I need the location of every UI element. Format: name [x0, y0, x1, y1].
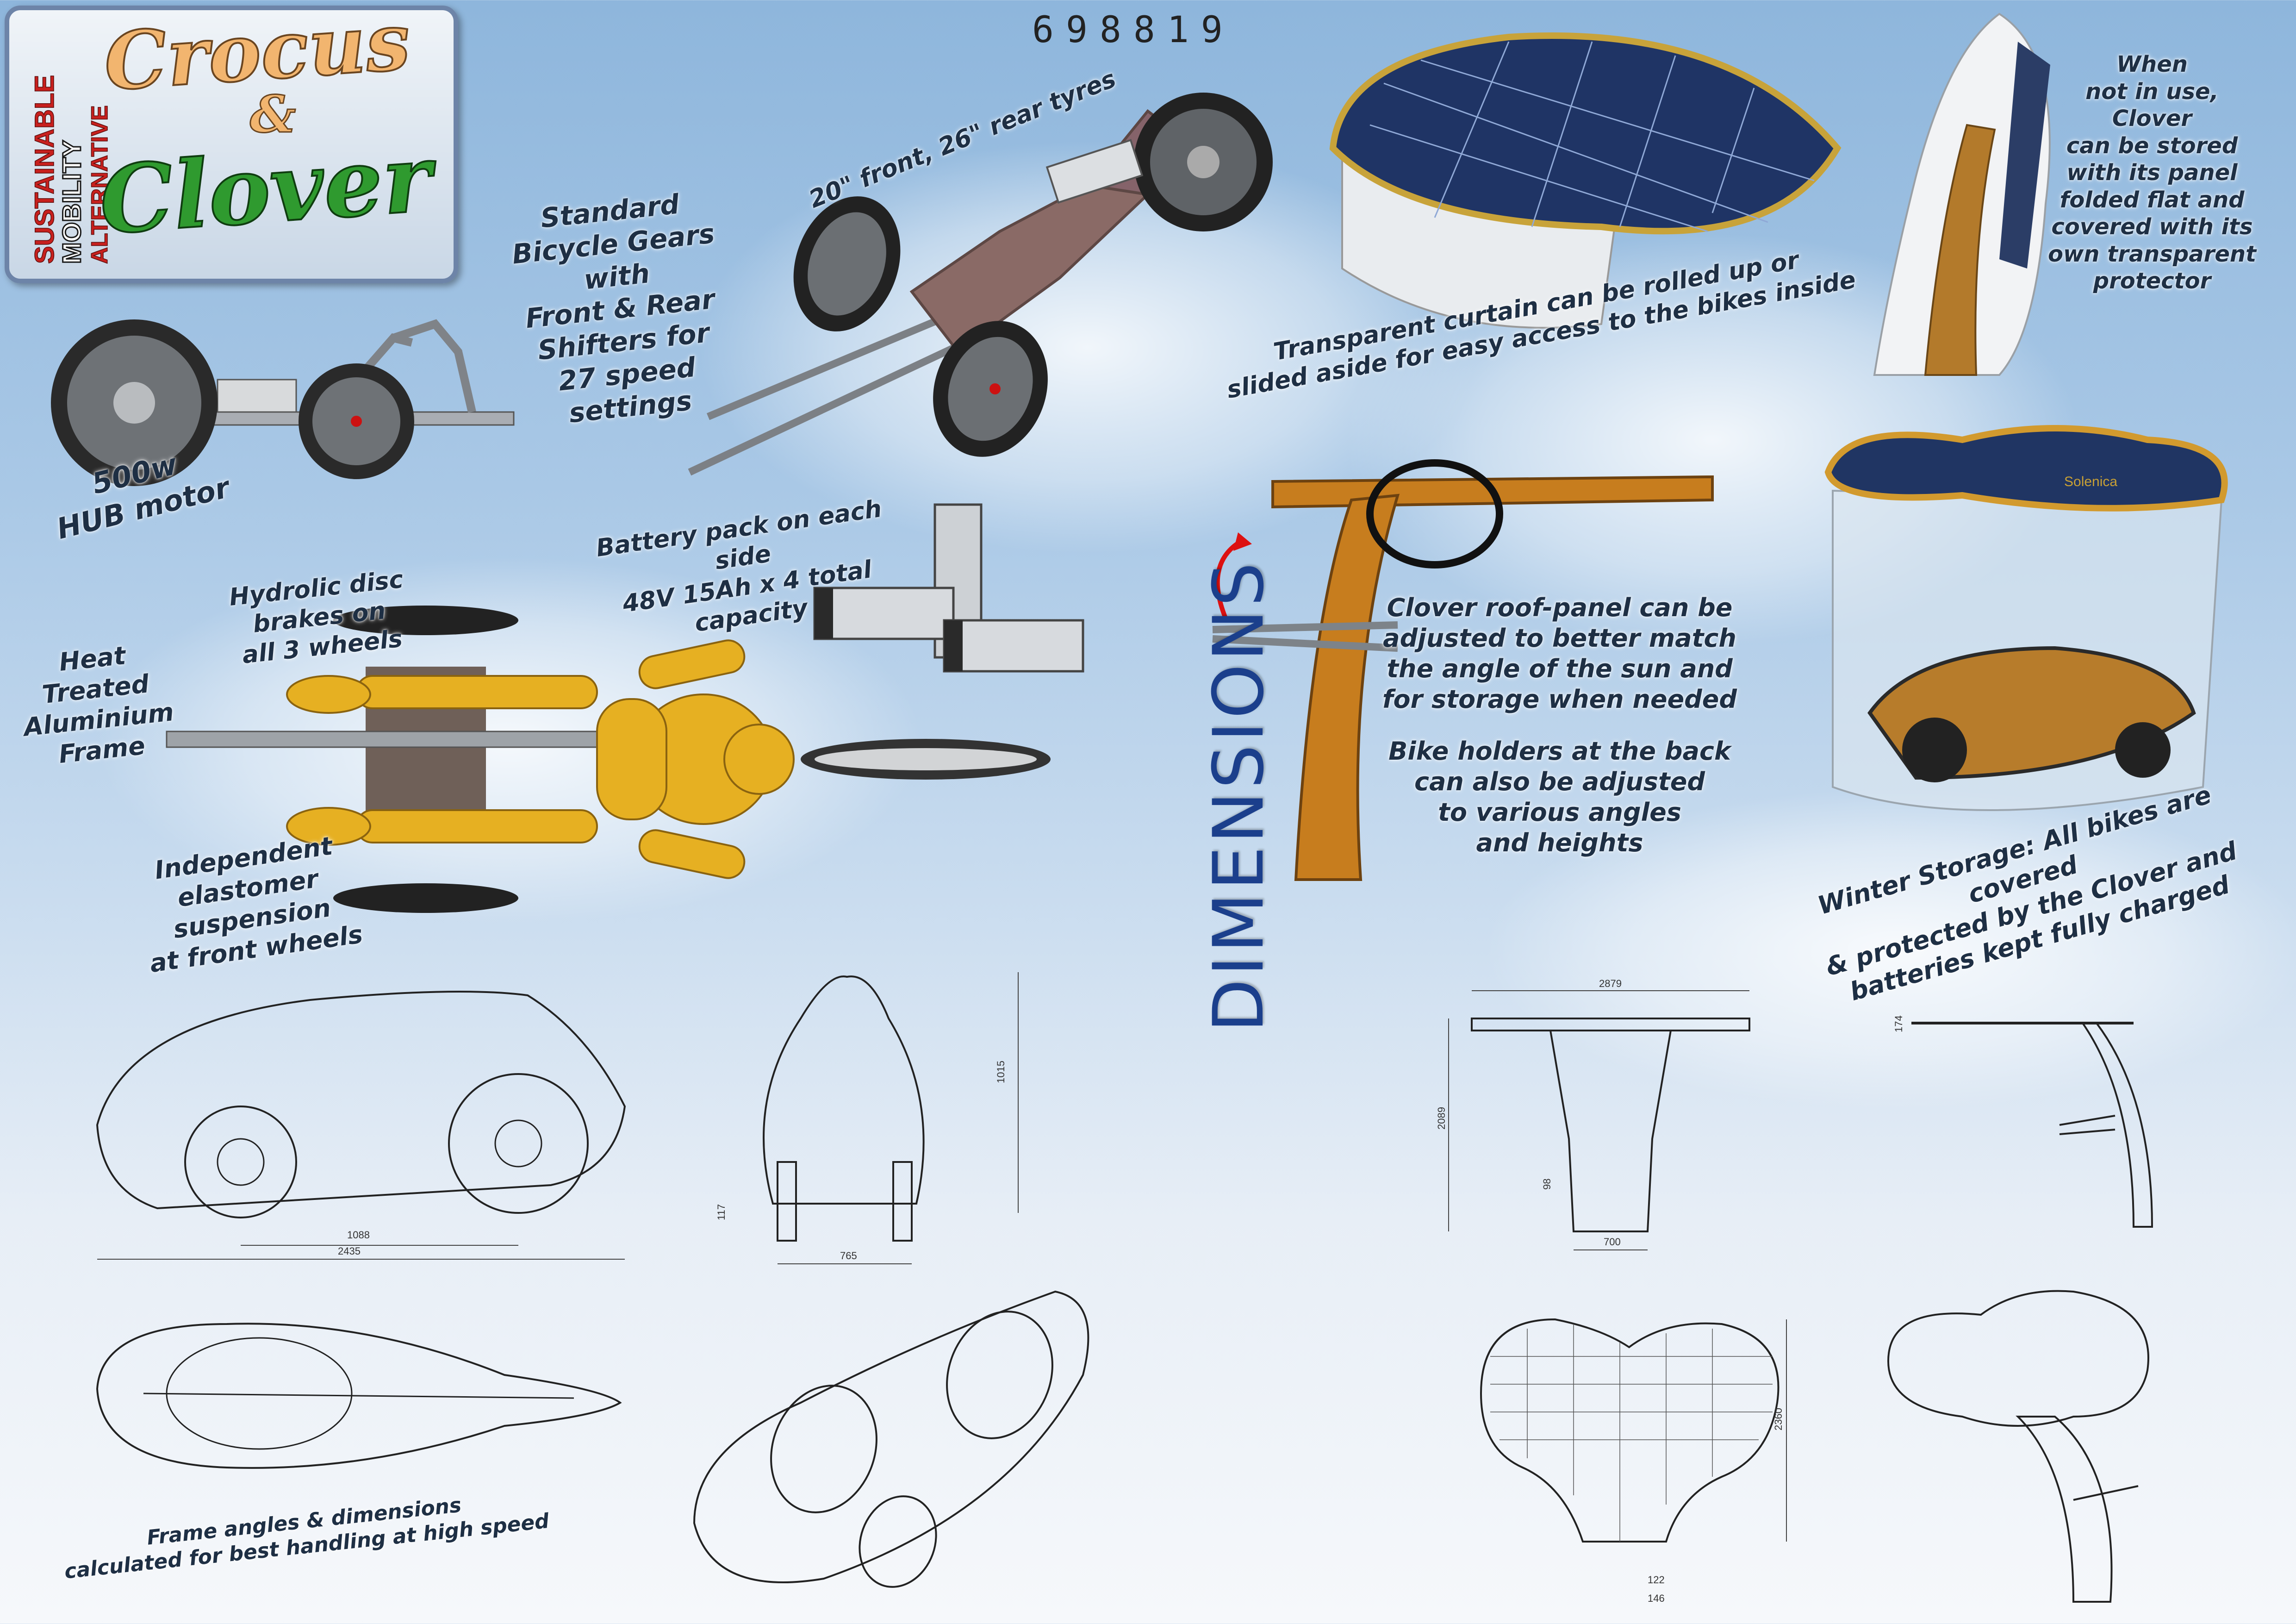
clover-tilt-mechanism [1212, 459, 1714, 881]
logo-word-sustainable: SUSTAINABLE [30, 75, 60, 264]
crocus-front-elevation: 765 1015 117 [716, 972, 1019, 1264]
dim-height: 1015 [995, 1061, 1007, 1083]
dim-clover-foot-2: 146 [1648, 1593, 1665, 1604]
cloud [1481, 787, 2296, 1111]
dim-clover-height: 2089 [1436, 1107, 1447, 1130]
crocus-side-elevation: 1088 2435 [96, 991, 626, 1260]
dim-clover-depth: 2360 [1773, 1408, 1784, 1430]
note-roof-panel: Clover roof-panel can be adjusted to bet… [1382, 593, 1737, 714]
clover-side-elevation: 174 [1893, 1015, 2153, 1228]
dimensions-title: DIMENSIONS [1199, 559, 1279, 1032]
logo-ampersand: & [249, 84, 296, 145]
battery-packs [813, 503, 1084, 673]
note-stored: When not in use, Clover can be stored wi… [2047, 51, 2257, 294]
logo-title-clover: Clover [95, 123, 436, 256]
dim-length: 2435 [338, 1245, 361, 1257]
dim-wheelbase: 1088 [347, 1229, 370, 1241]
crocus-plan-view [96, 1323, 622, 1469]
shelter-brand-label: Solenica [2064, 474, 2117, 489]
logo-word-mobility: MOBILITY [57, 140, 86, 264]
dim-clover-base-height: 98 [1541, 1179, 1553, 1190]
logo-side-text: SUSTAINABLE MOBILITY ALTERNATIVE [29, 75, 113, 264]
dim-clover-top: 174 [1893, 1015, 1904, 1032]
trike-iso-view [688, 93, 1273, 476]
dim-clover-foot: 122 [1648, 1574, 1665, 1586]
clover-front-elevation: 2879 2089 700 98 [1436, 978, 1750, 1250]
clover-plan-view: 2360 122 146 [1480, 1318, 1787, 1604]
dim-track: 765 [840, 1250, 857, 1262]
dim-clover-width: 2879 [1599, 978, 1622, 989]
dim-ground-clearance: 117 [716, 1204, 727, 1220]
clover-solar-canopy-closed [1329, 32, 1842, 329]
crocus-iso-wireframe [693, 1290, 1089, 1588]
clover-winter-storage: Solenica [1824, 425, 2228, 811]
document-id: 698819 [1032, 9, 1235, 51]
trike-top-view-with-rider [166, 606, 1051, 913]
clover-iso-wireframe [1887, 1290, 2149, 1603]
note-frame: Heat Treated Aluminium Frame [22, 641, 175, 769]
trike-side-view [51, 319, 515, 486]
logo: SUSTAINABLE MOBILITY ALTERNATIVE Crocus … [5, 6, 458, 283]
note-bike-holders: Bike holders at the back can also be adj… [1388, 737, 1731, 857]
clover-stored-folded [1873, 12, 2051, 376]
note-frame-angles: Frame angles & dimensions calculated for… [63, 1493, 550, 1584]
dim-clover-base: 700 [1604, 1236, 1621, 1248]
logo-word-alternative: ALTERNATIVE [87, 105, 112, 264]
